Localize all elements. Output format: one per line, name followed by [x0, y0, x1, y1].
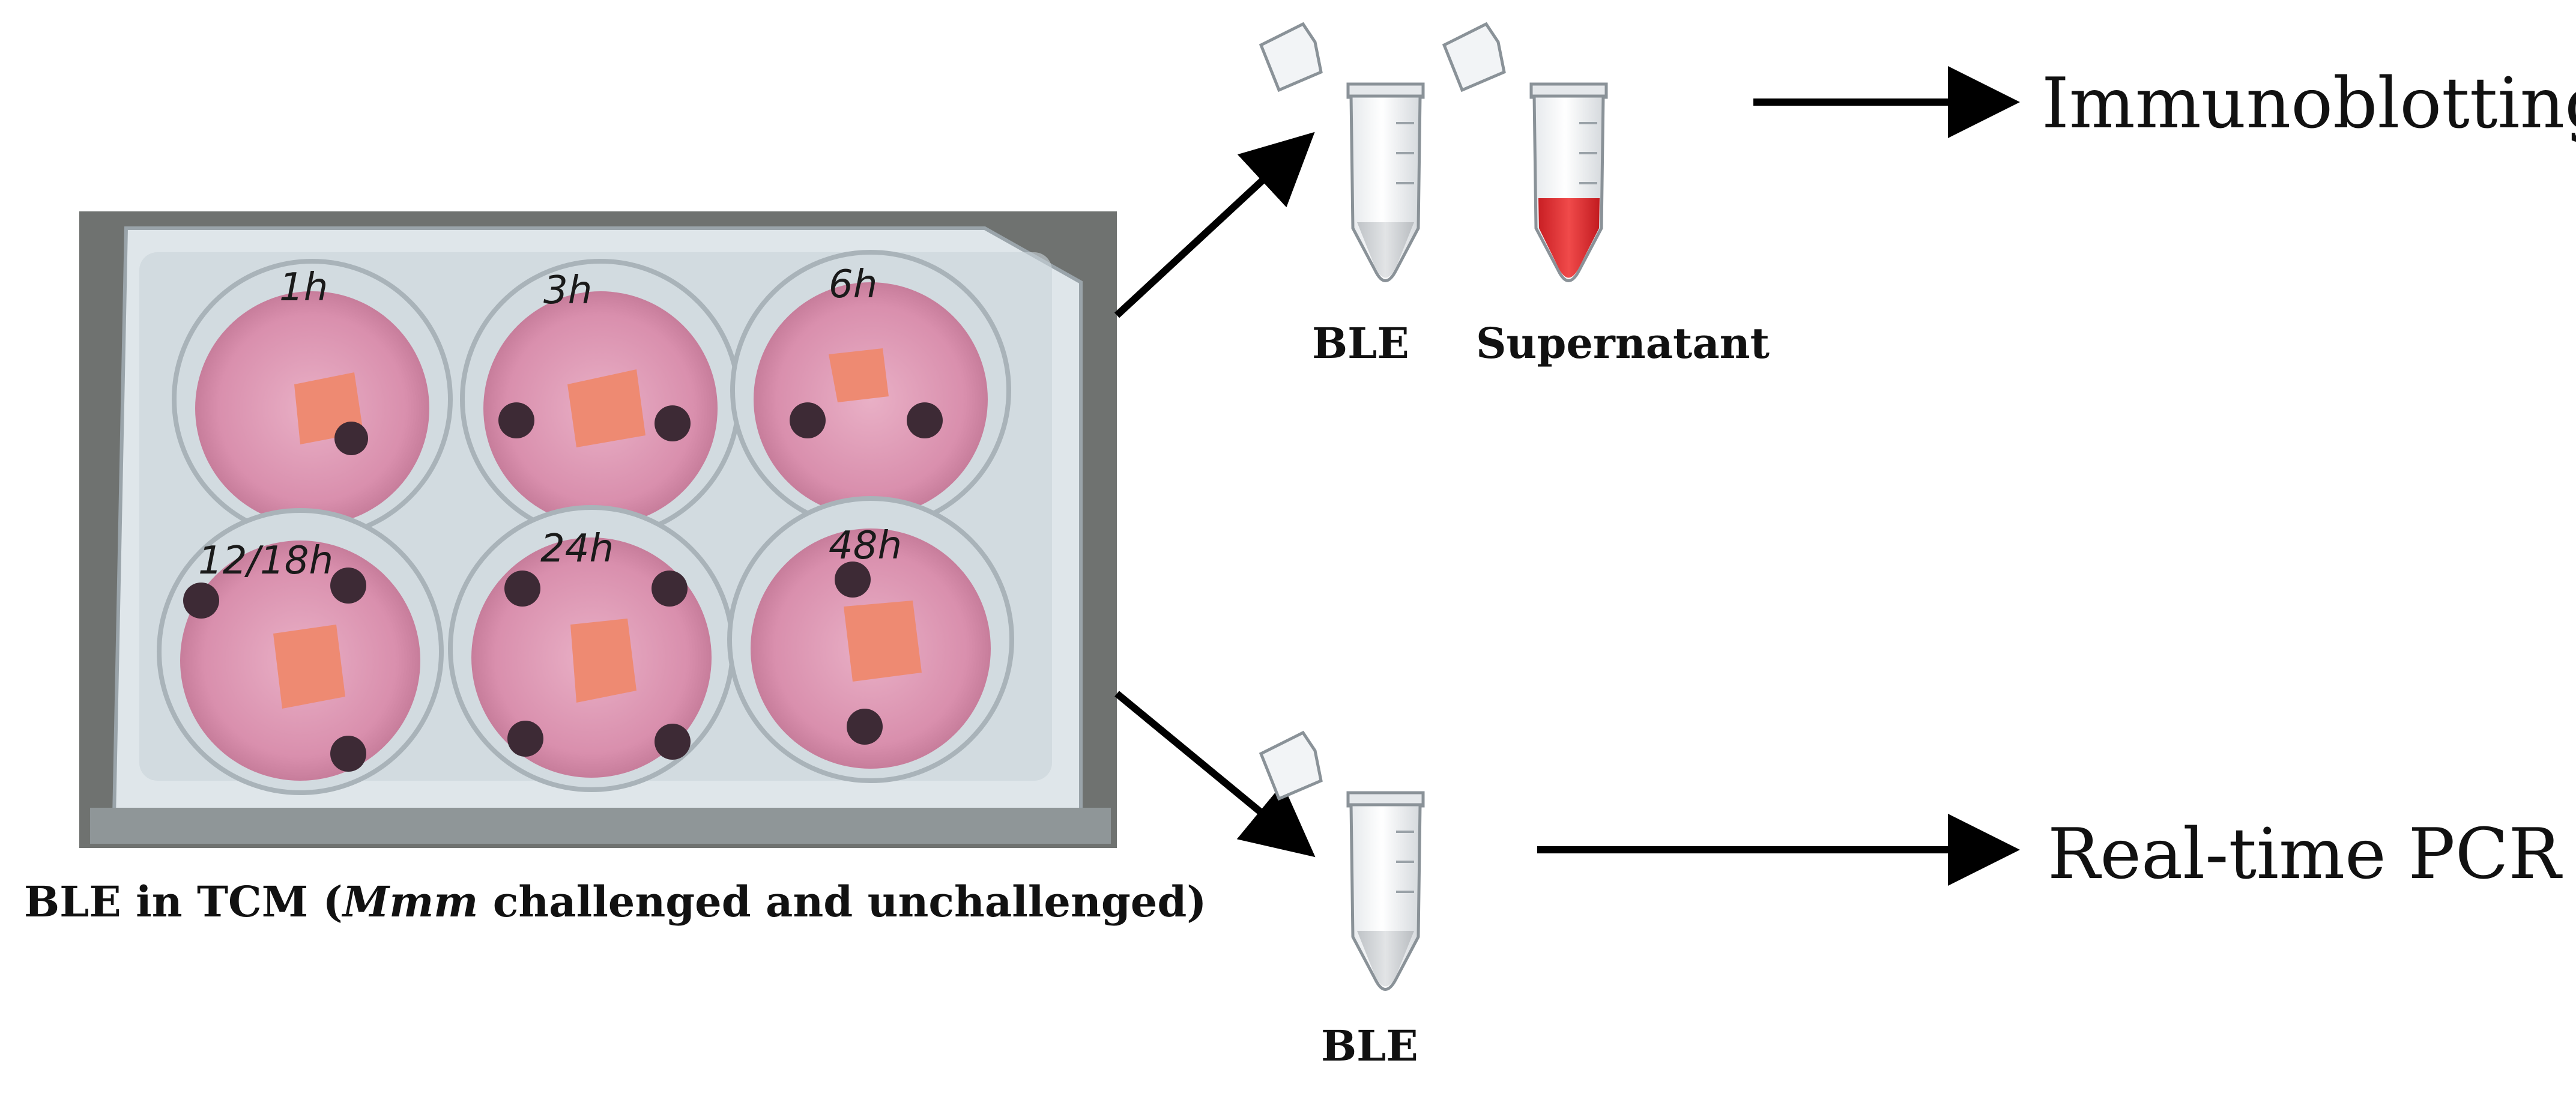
well-spot — [835, 562, 871, 598]
tissue-explant — [567, 369, 646, 447]
tube-label-ble-bottom: BLE — [1321, 1021, 1418, 1071]
well-spot — [655, 724, 691, 760]
well-spot — [330, 736, 366, 772]
well-3 — [730, 250, 1011, 531]
well-5 — [448, 505, 735, 792]
arrow-to-bottom-tube — [1114, 691, 1316, 858]
tube-ble-bottom — [1259, 730, 1425, 991]
tube-ble-top — [1259, 22, 1425, 282]
plate-edge — [90, 808, 1111, 844]
tissue-explant — [829, 348, 889, 402]
well-spot — [183, 583, 219, 619]
well-6 — [727, 496, 1014, 783]
well-spot — [504, 571, 540, 607]
well-spot — [655, 405, 691, 441]
well-label-4: 12/18h — [198, 539, 333, 583]
tube-lid — [1259, 22, 1323, 92]
well-label-1: 1h — [279, 265, 328, 310]
well-spot — [652, 571, 688, 607]
tissue-explant — [273, 625, 345, 709]
well-1 — [172, 259, 453, 540]
output-immunoblotting: Immunoblotting — [2042, 63, 2576, 144]
tube-pellet — [1357, 222, 1414, 278]
tube-lid — [1259, 730, 1323, 801]
well-label-3: 6h — [829, 262, 877, 307]
arrow-to-top-tubes — [1114, 132, 1315, 318]
well-spot — [330, 568, 366, 604]
tube-supernatant-liquid — [1538, 198, 1600, 278]
well-spot — [790, 402, 826, 438]
well-2 — [460, 259, 741, 540]
well-spot — [507, 721, 543, 757]
plate-caption: BLE in TCM (Mmm challenged and unchallen… — [24, 877, 1207, 927]
tube-label-ble-top: BLE — [1312, 318, 1409, 368]
well-label-2: 3h — [543, 268, 592, 313]
well-spot — [907, 402, 943, 438]
tube-supernatant — [1442, 22, 1608, 282]
tissue-explant — [570, 619, 636, 703]
well-spot — [498, 402, 534, 438]
well-label-5: 24h — [540, 527, 614, 571]
well-spot — [847, 709, 883, 745]
tube-pellet — [1357, 931, 1414, 987]
output-real-time-pcr: Real-time PCR — [2048, 814, 2561, 895]
tube-lid — [1442, 22, 1506, 92]
well-spot — [334, 422, 368, 455]
well-label-6: 48h — [829, 524, 902, 568]
tube-label-supernatant: Supernatant — [1476, 318, 1770, 368]
tissue-explant — [844, 601, 922, 682]
well-4 — [157, 508, 444, 795]
